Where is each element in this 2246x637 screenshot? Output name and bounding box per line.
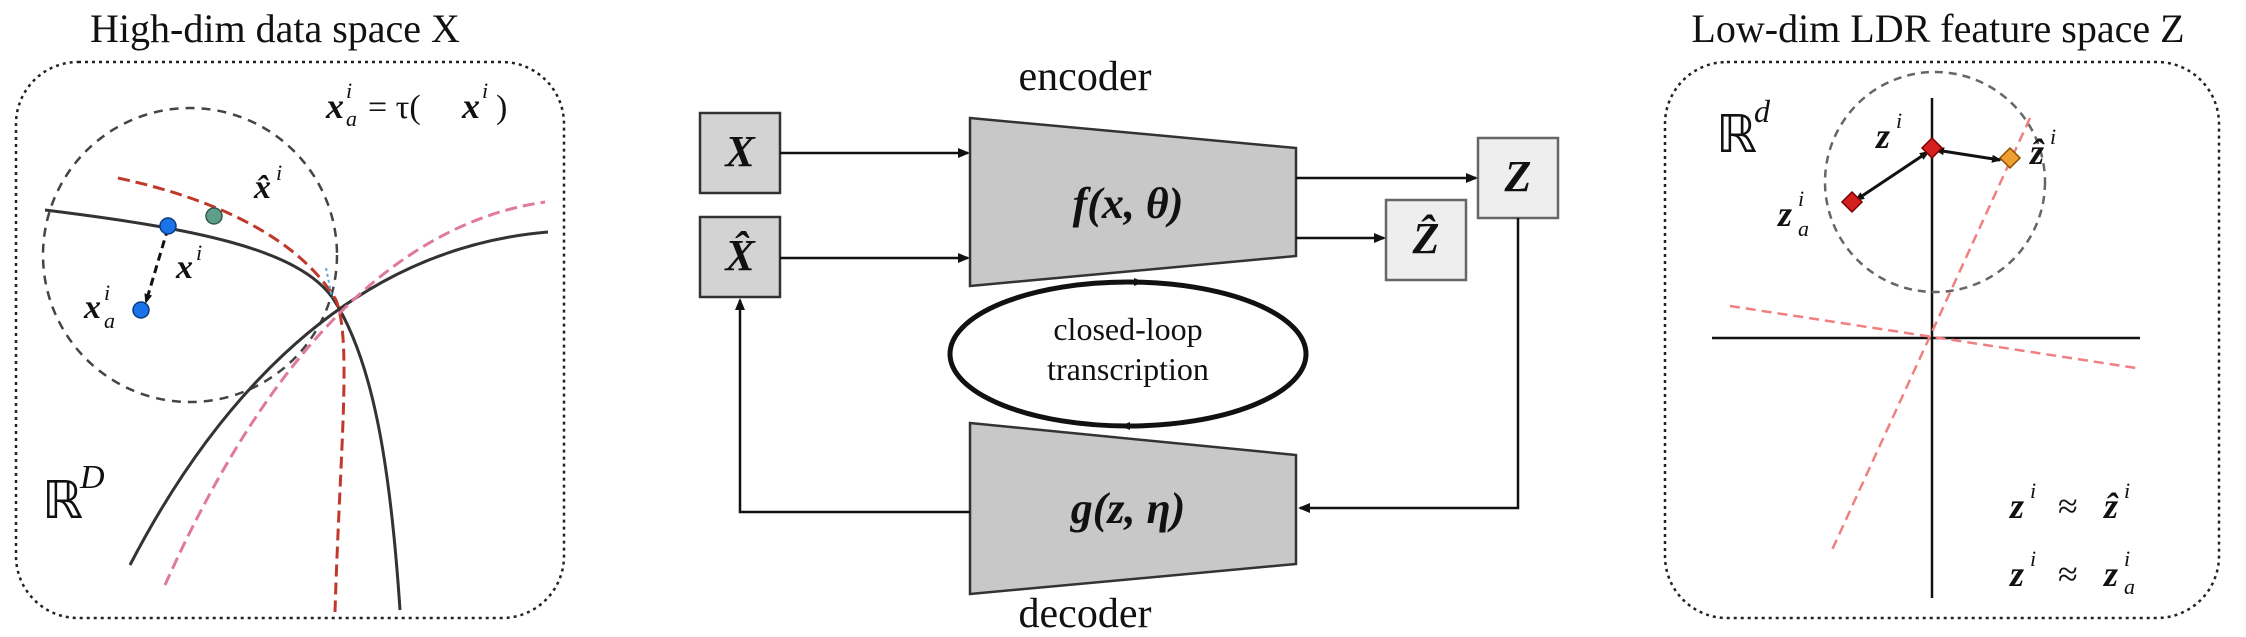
label-z-hat-sup: i [2050,124,2056,149]
label-x-aug-sub: a [104,308,115,333]
left-panel-title: High-dim data space X [90,6,460,51]
aug-eq-rhs: = τ( [368,89,421,126]
equation-1: z i ≈ ẑ i [2008,478,2130,526]
augmentation-equation: x i a = τ( x i ) [325,78,507,131]
label-z-aug-sup: i [1798,186,1804,211]
box-z-hat-label: Ẑ [1412,214,1440,263]
right-panel-frame [1663,60,2221,620]
eq2-rhs: z [2102,554,2118,594]
decoder-block [968,421,1298,596]
encoder-label: encoder [1019,54,1152,100]
neighborhood-circle [41,106,339,404]
box-x-label: X [723,127,756,176]
label-x-sup: i [196,240,202,265]
encoder-function: f(x, θ) [1073,179,1184,228]
eq1-sup: i [2030,478,2036,503]
label-z-aug: z [1776,194,1792,234]
eq2-lhs: z [2008,554,2024,594]
label-z: z [1874,116,1890,156]
eq1-op: ≈ [2058,486,2078,526]
decoder-function: g(z, η) [1070,484,1186,533]
right-panel: Low-dim LDR feature space Z z i ẑ i z i … [1663,6,2221,620]
left-panel-frame [14,60,566,620]
diamond-z-hat [1998,146,2022,170]
aug-eq-lhs: x [325,86,344,126]
space-label-rd: ℝ [42,471,83,531]
manifold-curve-pink [163,200,546,586]
encoder-block [968,116,1298,288]
point-x [159,217,177,235]
point-x-hat [205,207,223,225]
equation-2: z i ≈ z i a [2008,546,2135,599]
label-x-aug-sup: i [104,280,110,305]
box-z-hat [1384,198,1468,282]
right-panel-title: Low-dim LDR feature space Z [1691,6,2184,51]
eq2-rhs-sub: a [2124,574,2135,599]
augmentation-arrow [144,227,170,304]
feature-neighborhood-circle [1823,70,2047,294]
aug-eq-sub: a [346,106,357,131]
label-z-aug-sub: a [1798,216,1809,241]
label-x: x [175,249,193,286]
eq2-rhs-sup: i [2124,546,2130,571]
eq1-rhs-sup: i [2124,478,2130,503]
closed-loop-line2: transcription [1047,351,1209,387]
eq2-op: ≈ [2058,554,2078,594]
arrow-z-to-decoder [1298,218,1520,513]
arrow-z-to-zhat [1934,147,2002,163]
manifold-curve-dark-1 [44,208,402,611]
space-label-rd: ℝ [1716,105,1757,165]
feature-subspace-line-2 [1729,304,2137,370]
label-x-hat: x̂ [253,169,271,206]
point-x-aug [132,301,150,319]
middle-panel: encoder decoder f(x, θ) g(z, η) X X̂ Z Ẑ… [698,54,1560,637]
manifold-curve-red [117,176,346,613]
aug-eq-arg-sup: i [482,78,488,103]
manifold-tangent-blue [325,267,333,299]
decoder-label: decoder [1019,591,1152,637]
label-z-hat: ẑ [2028,132,2045,172]
aug-eq-close: ) [496,89,507,126]
diamond-z [1920,136,1944,160]
space-label-rd-sup: d [1754,93,1771,129]
arrow-decoder-to-xhat [735,298,970,514]
label-x-aug: x [83,289,101,326]
eq2-sup: i [2030,546,2036,571]
box-x [698,111,782,195]
aug-eq-arg: x [461,86,480,126]
label-z-sup: i [1896,108,1902,133]
space-label-rd-sup: D [79,459,105,496]
left-panel: High-dim data space X x̂ i x i x i a x i… [14,6,566,620]
aug-eq-sup: i [346,78,352,103]
box-z-label: Z [1504,152,1532,201]
label-x-hat-sup: i [276,160,282,185]
arrow-z-to-za [1854,150,1930,202]
closed-loop-line1: closed-loop [1053,311,1202,347]
box-x-hat-label: X̂ [723,231,756,280]
manifold-curve-dark-2 [128,230,549,566]
eq1-rhs: ẑ [2102,486,2119,526]
eq1-lhs: z [2008,486,2024,526]
diamond-z-aug [1840,190,1864,214]
